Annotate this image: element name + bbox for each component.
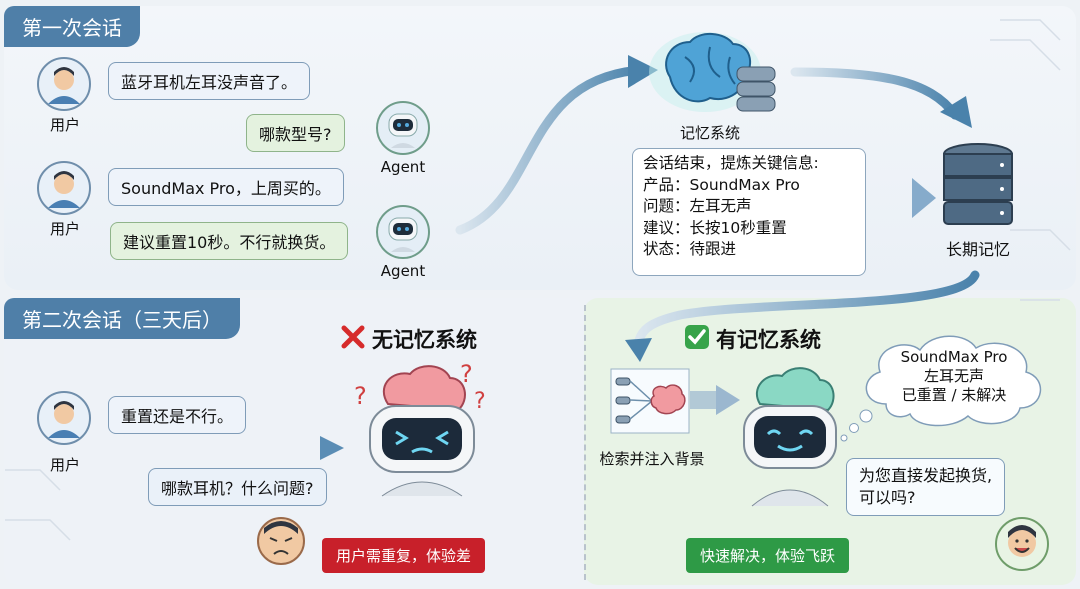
user-label: 用户	[40, 218, 90, 239]
user-avatar-icon	[36, 56, 92, 112]
memory-system-label: 记忆系统	[660, 122, 760, 143]
user-avatar-icon	[36, 390, 92, 446]
database-icon	[940, 142, 1016, 232]
good-experience-badge: 快速解决，体验飞跃	[686, 538, 849, 573]
summary-line: 会话结束，提炼关键信息:	[633, 149, 865, 175]
agent-message-4-line1: 为您直接发起换货,	[859, 465, 992, 487]
agent-message-4-line2: 可以吗?	[859, 487, 992, 509]
summary-line: 建议：长按10秒重置	[633, 218, 865, 240]
summary-line: 产品：SoundMax Pro	[633, 175, 865, 197]
retrieve-label: 检索并注入背景	[592, 448, 712, 469]
agent-label: Agent	[370, 262, 436, 280]
happy-user-icon	[994, 516, 1050, 572]
svg-text:?: ?	[460, 360, 473, 388]
user-message-1: 蓝牙耳机左耳没声音了。	[108, 62, 310, 100]
agent-label: Agent	[370, 158, 436, 176]
agent-message-2: 建议重置10秒。不行就换货。	[110, 222, 348, 260]
user-avatar-icon	[36, 160, 92, 216]
robot-icon	[375, 204, 431, 260]
happy-robot-icon	[730, 360, 850, 510]
robot-icon	[375, 100, 431, 156]
svg-text:?: ?	[474, 389, 486, 414]
user-message-3: 重置还是不行。	[108, 396, 246, 434]
agent-message-3: 哪款耳机？什么问题?	[148, 468, 327, 506]
thought-line: 左耳无声	[880, 367, 1028, 386]
agent-message-4: 为您直接发起换货, 可以吗?	[846, 458, 1005, 516]
user-label: 用户	[40, 454, 90, 475]
longterm-memory-label: 长期记忆	[932, 236, 1024, 260]
no-memory-title: 无记忆系统	[372, 324, 477, 354]
cross-mark-icon	[340, 324, 366, 350]
thought-line: 已重置 / 未解决	[880, 386, 1028, 405]
thought-line: SoundMax Pro	[880, 348, 1028, 367]
summary-box: 会话结束，提炼关键信息: 产品：SoundMax Pro 问题：左耳无声 建议：…	[632, 148, 866, 276]
session1-tag: 第一次会话	[4, 6, 140, 47]
user-message-2: SoundMax Pro，上周买的。	[108, 168, 344, 206]
user-label: 用户	[40, 114, 90, 135]
check-mark-icon	[684, 324, 710, 350]
svg-text:?: ?	[354, 382, 367, 410]
thought-dots	[838, 408, 878, 444]
summary-line: 问题：左耳无声	[633, 196, 865, 218]
confused-robot-icon: ? ? ?	[340, 356, 500, 506]
angry-user-icon	[256, 516, 306, 566]
retrieval-icon	[610, 368, 690, 434]
agent-message-1: 哪款型号?	[246, 114, 345, 152]
session2-tag: 第二次会话（三天后）	[4, 298, 240, 339]
summary-line: 状态：待跟进	[633, 239, 865, 261]
brain-icon	[645, 22, 785, 122]
bad-experience-badge: 用户需重复，体验差	[322, 538, 485, 573]
memory-title: 有记忆系统	[716, 324, 821, 354]
